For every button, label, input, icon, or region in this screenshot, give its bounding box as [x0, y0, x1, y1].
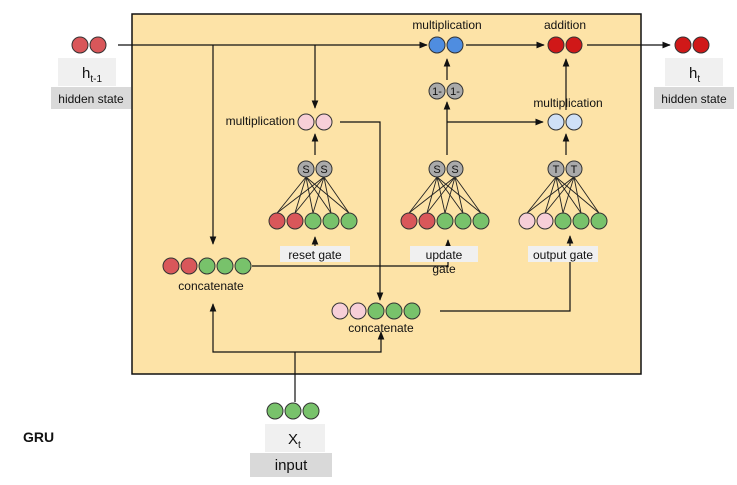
svg-text:T: T: [553, 164, 560, 176]
h-out-label-box: [665, 58, 723, 86]
gru-cell-panel: [131, 13, 642, 375]
h-prev-node-2: [89, 36, 107, 54]
concat-1-node-1: [162, 257, 180, 275]
one-minus-node-1: 1-: [428, 82, 446, 100]
reset-gate-input-5: [340, 212, 358, 230]
concat-1-node-5: [234, 257, 252, 275]
output-tanh-node-1: T: [547, 160, 565, 178]
output-gate-box: [528, 246, 598, 262]
mult-top-node-1: [428, 36, 446, 54]
update-gate-input-5: [472, 212, 490, 230]
output-gate-input-4: [572, 212, 590, 230]
concat-1-node-3: [198, 257, 216, 275]
svg-text:S: S: [320, 164, 327, 176]
concat-2-node-2: [349, 302, 367, 320]
x-input-node-1: [266, 402, 284, 420]
input-label-box: [250, 453, 332, 477]
mult-right-node-1: [547, 113, 565, 131]
reset-gate-input-4: [322, 212, 340, 230]
update-gate-label-1: update: [426, 248, 463, 262]
svg-text:S: S: [451, 164, 458, 176]
svg-text:1-: 1-: [450, 86, 460, 98]
reset-gate-input-3: [304, 212, 322, 230]
update-gate-box: [410, 246, 478, 262]
concat-1-node-4: [216, 257, 234, 275]
output-gate-input-3: [554, 212, 572, 230]
hidden-state-out-label: hidden state: [661, 92, 727, 106]
concat-2-node-5: [403, 302, 421, 320]
multiplication-reset-label: multiplication: [226, 114, 295, 128]
update-sigmoid-node-1: S: [428, 160, 446, 178]
hidden-state-out-box: [654, 87, 734, 109]
update-gate-input-4: [454, 212, 472, 230]
mult-reset-node-1: [297, 113, 315, 131]
update-gate-input-2: [418, 212, 436, 230]
mult-reset-node-2: [315, 113, 333, 131]
x-symbol: Xt: [288, 431, 301, 451]
hidden-state-in-box: [51, 87, 131, 109]
output-gate-label: output gate: [533, 248, 593, 262]
input-label: input: [275, 457, 308, 474]
output-gate-input-5: [590, 212, 608, 230]
update-gate-input-1: [400, 212, 418, 230]
svg-text:S: S: [433, 164, 440, 176]
update-gate-label-2: gate: [432, 262, 456, 276]
concatenate-1-label: concatenate: [178, 279, 244, 293]
h-prev-label-box: [58, 58, 116, 86]
reset-gate-input-1: [268, 212, 286, 230]
h-prev-node-1: [71, 36, 89, 54]
one-minus-node-2: 1-: [446, 82, 464, 100]
multiplication-top-label: multiplication: [412, 18, 481, 32]
hidden-state-in-label: hidden state: [58, 92, 124, 106]
x-label-box: [265, 424, 325, 452]
reset-sigmoid-node-2: S: [315, 160, 333, 178]
reset-gate-label: reset gate: [288, 248, 342, 262]
x-input-node-2: [284, 402, 302, 420]
h-out-symbol: ht: [689, 65, 700, 85]
concat-2-node-3: [367, 302, 385, 320]
h-out-node-2: [692, 36, 710, 54]
svg-text:1-: 1-: [432, 86, 442, 98]
reset-gate-box: [280, 246, 350, 262]
output-gate-input-1: [518, 212, 536, 230]
x-input-node-3: [302, 402, 320, 420]
update-sigmoid-node-2: S: [446, 160, 464, 178]
reset-gate-input-2: [286, 212, 304, 230]
svg-text:T: T: [571, 164, 578, 176]
addition-label: addition: [544, 18, 586, 32]
output-gate-input-2: [536, 212, 554, 230]
output-tanh-node-2: T: [565, 160, 583, 178]
concat-2-node-1: [331, 302, 349, 320]
reset-sigmoid-node-1: S: [297, 160, 315, 178]
svg-text:S: S: [302, 164, 309, 176]
addition-node-2: [565, 36, 583, 54]
connections: [118, 41, 671, 402]
concat-1-node-2: [180, 257, 198, 275]
h-out-node-1: [674, 36, 692, 54]
concatenate-2-label: concatenate: [348, 321, 414, 335]
mult-right-node-2: [565, 113, 583, 131]
multiplication-right-label: multiplication: [533, 96, 602, 110]
mult-top-node-2: [446, 36, 464, 54]
concat-2-node-4: [385, 302, 403, 320]
diagram-title: GRU: [23, 429, 54, 445]
fan-in-connections: [276, 176, 600, 214]
h-prev-symbol: ht-1: [82, 65, 102, 85]
update-gate-input-3: [436, 212, 454, 230]
addition-node-1: [547, 36, 565, 54]
